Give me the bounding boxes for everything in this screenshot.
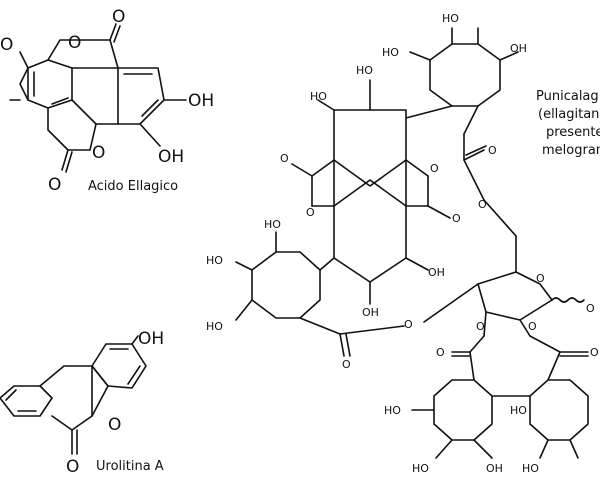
punica-ho-top-1: HO <box>442 12 459 25</box>
punicalagin-caption-line3: presente n <box>546 125 600 140</box>
punica-oh-bottom-4: OH <box>486 462 503 475</box>
ellagic-o-carbonyl-top: O <box>112 7 125 27</box>
punica-o-glucose-ring: O <box>536 272 545 285</box>
punica-o-anomeric: O <box>586 302 595 315</box>
ellagic-acid-structure <box>9 23 187 173</box>
punica-o-ring-left: O <box>306 206 315 219</box>
urolithin-a-caption: Urolitina A <box>96 459 164 474</box>
punica-ho-bottom-1: HO <box>384 404 401 417</box>
punica-o-carbonyl-top: O <box>488 144 497 157</box>
punica-o-carbonyl-right: O <box>452 212 461 225</box>
punica-o-carbonyl-left: O <box>280 152 289 165</box>
ellagic-o-ring-top: O <box>68 33 81 53</box>
ellagic-oh-right: OH <box>188 91 214 111</box>
punicalagin-structure <box>235 27 589 459</box>
urolithin-o-carbonyl: O <box>66 457 79 477</box>
urolithin-o-ring: O <box>108 415 121 435</box>
punicalagin-caption-line4: melogran <box>542 143 600 158</box>
ellagic-acid-caption: Acido Ellagico <box>88 179 178 194</box>
punica-o-glucose-2: O <box>476 320 485 333</box>
punica-o-ester-top: O <box>478 198 487 211</box>
punica-ho-left-1: HO <box>264 218 281 231</box>
punica-ho-top-2: HO <box>382 46 399 59</box>
punica-ho-bottom-5: HO <box>522 462 539 475</box>
ellagic-o-ring-bottom: O <box>92 143 105 163</box>
punica-oh-core-right: OH <box>428 266 445 279</box>
punicalagin-caption-line2: (ellagitann <box>538 107 600 122</box>
urolithin-oh: OH <box>138 329 164 349</box>
punica-o-glucose-3: O <box>528 320 537 333</box>
urolithin-a-structure <box>0 335 147 455</box>
ellagic-o-carbonyl-bottom: O <box>48 175 61 195</box>
punica-oh-core-bottom: OH <box>362 306 379 319</box>
punica-oh-top-3: OH <box>510 42 527 55</box>
ellagic-oh-top-left: O <box>0 35 13 55</box>
punica-ho-core-top: HO <box>356 64 373 77</box>
punica-o-ring-core: O <box>430 162 439 175</box>
ellagic-oh-bottom-right: OH <box>158 147 184 167</box>
punica-ho-left-3: HO <box>206 320 223 333</box>
punica-ho-core-left: HO <box>310 90 327 103</box>
punica-ho-bottom-3: HO <box>412 462 429 475</box>
punica-o-carbonyl-bottom-2: O <box>590 346 599 359</box>
punica-o-ester-left: O <box>404 318 413 331</box>
punica-ho-left-2: HO <box>206 254 223 267</box>
punicalagin-caption-line1: Punicalag <box>536 89 599 104</box>
punica-o-carbonyl-bottom-left: O <box>342 358 351 371</box>
punica-o-carbonyl-bottom-1: O <box>436 346 445 359</box>
punica-ho-bottom-2: HO <box>510 404 527 417</box>
